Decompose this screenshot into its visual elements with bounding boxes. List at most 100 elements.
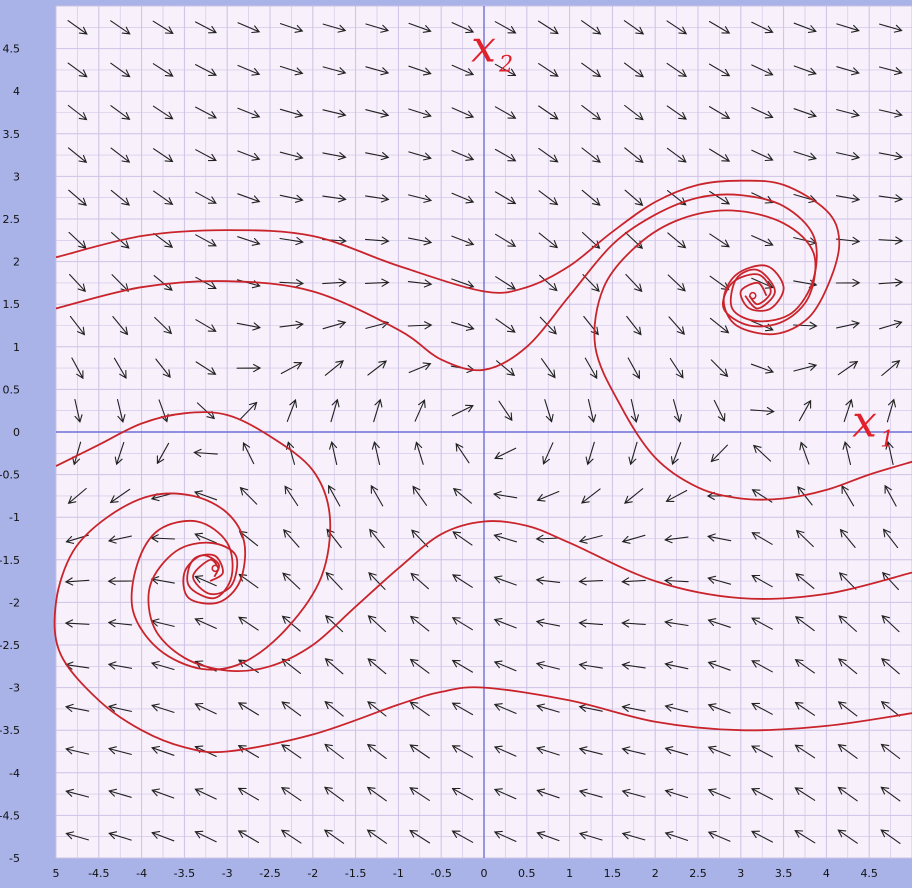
- vector-arrow: [664, 618, 689, 628]
- vector-arrow: [67, 104, 88, 121]
- vector-arrow: [751, 107, 774, 119]
- y-tick-label: -5: [9, 852, 20, 865]
- vector-arrow: [666, 62, 688, 78]
- vector-arrow: [64, 577, 90, 586]
- vector-arrow: [794, 829, 816, 844]
- vector-arrow: [451, 150, 475, 161]
- vector-arrow: [535, 661, 560, 670]
- vector-arrow: [452, 531, 473, 546]
- y-tick-label: -1: [9, 511, 20, 524]
- vector-arrow: [878, 66, 903, 76]
- vector-arrow: [407, 279, 433, 288]
- vector-arrow: [110, 147, 131, 163]
- vector-arrow: [494, 148, 517, 162]
- vector-arrow: [837, 360, 859, 376]
- vector-arrow: [835, 278, 861, 287]
- vector-arrow: [793, 65, 817, 76]
- vector-arrow: [792, 321, 818, 330]
- vector-arrow: [496, 360, 516, 377]
- vector-arrow: [751, 64, 774, 76]
- vector-arrow: [330, 398, 340, 423]
- vector-arrow: [707, 830, 731, 842]
- vector-arrow: [621, 746, 646, 755]
- vector-arrow: [878, 194, 904, 203]
- y-tick-label: 4: [13, 85, 20, 98]
- x-tick-label: -1.5: [345, 867, 366, 880]
- vector-arrow: [707, 745, 731, 757]
- vector-arrow: [237, 830, 260, 844]
- vector-arrow: [836, 23, 860, 33]
- vector-arrow: [67, 20, 88, 35]
- vector-arrow: [455, 442, 470, 464]
- vector-arrow: [709, 275, 730, 291]
- vector-arrow: [751, 574, 773, 588]
- vector-field: [64, 20, 904, 844]
- vector-arrow: [881, 615, 900, 633]
- vector-arrow: [279, 279, 305, 288]
- vector-arrow: [451, 22, 475, 34]
- vector-arrow: [665, 489, 688, 502]
- vector-arrow: [750, 745, 773, 758]
- vector-arrow: [799, 441, 810, 465]
- axis-annotation-subscript: 1: [880, 427, 894, 452]
- vector-arrow: [155, 358, 171, 378]
- vector-arrow: [322, 23, 347, 33]
- vector-arrow: [878, 278, 904, 287]
- vector-arrow: [581, 62, 602, 78]
- trajectory-curve: [593, 209, 912, 501]
- vector-arrow: [365, 152, 390, 161]
- vector-arrow: [585, 441, 595, 466]
- vector-arrow: [587, 398, 597, 424]
- x-tick-label: -3: [222, 867, 233, 880]
- vector-arrow: [364, 278, 390, 287]
- vector-arrow: [837, 701, 858, 717]
- vector-arrow: [578, 788, 603, 798]
- vector-arrow: [667, 274, 686, 292]
- vector-arrow: [836, 152, 861, 161]
- vector-arrow: [408, 362, 432, 374]
- vector-arrow: [324, 743, 344, 760]
- x-tick-label: -1: [393, 867, 404, 880]
- vector-arrow: [151, 745, 175, 756]
- vector-arrow: [709, 148, 731, 162]
- vector-arrow: [668, 316, 685, 335]
- vector-arrow: [578, 703, 603, 712]
- trajectory-curve: [55, 179, 841, 336]
- y-tick-label: -2: [9, 596, 20, 609]
- vector-arrow: [239, 486, 258, 505]
- y-tick-label: -4: [9, 767, 20, 780]
- vector-arrow: [493, 788, 517, 800]
- vector-arrow: [795, 529, 814, 548]
- vector-arrow: [540, 358, 556, 379]
- vector-arrow: [325, 571, 343, 591]
- vector-arrow: [751, 702, 773, 715]
- vector-arrow: [414, 399, 426, 422]
- vector-arrow: [152, 20, 174, 35]
- vector-arrow: [151, 788, 175, 799]
- vector-arrow: [196, 402, 216, 420]
- vector-arrow: [322, 320, 347, 330]
- vector-arrow: [194, 575, 217, 587]
- vector-arrow: [880, 743, 901, 760]
- vector-arrow: [286, 398, 298, 422]
- vector-arrow: [65, 788, 90, 798]
- vector-arrow: [410, 572, 429, 590]
- vector-arrow: [367, 658, 387, 675]
- vector-arrow: [494, 21, 517, 34]
- vector-arrow: [236, 363, 262, 373]
- vector-arrow: [113, 357, 127, 379]
- vector-arrow: [451, 787, 474, 801]
- x-tick-label: -4: [136, 867, 147, 880]
- vector-arrow: [794, 616, 815, 632]
- vector-arrow: [493, 618, 517, 629]
- vector-arrow: [536, 746, 560, 756]
- vector-arrow: [879, 320, 903, 330]
- vector-arrow: [237, 150, 261, 161]
- vector-arrow: [74, 398, 83, 424]
- vector-arrow: [793, 151, 817, 161]
- vector-arrow: [67, 62, 88, 78]
- vector-arrow: [707, 788, 731, 800]
- vector-arrow: [621, 619, 646, 628]
- vector-arrow: [195, 234, 217, 247]
- vector-arrow: [880, 700, 901, 717]
